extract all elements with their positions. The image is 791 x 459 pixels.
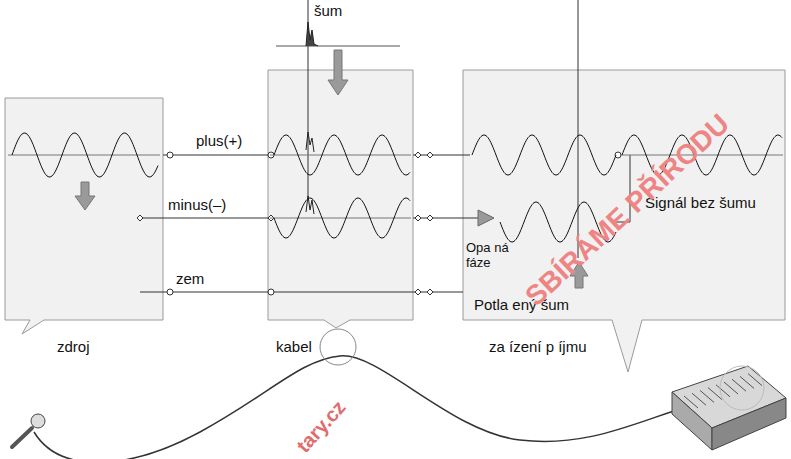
mixer-fader bbox=[740, 376, 754, 388]
mixer-fader bbox=[716, 385, 730, 397]
cable bbox=[34, 356, 690, 459]
mixer-fader bbox=[732, 379, 746, 391]
noise-spike bbox=[306, 196, 314, 214]
callout-panel: zdroj bbox=[5, 98, 163, 320]
panel-label: za ízení p íjmu bbox=[489, 338, 587, 356]
panel-bubble bbox=[463, 70, 785, 372]
signal-name: zem bbox=[176, 270, 204, 287]
mixer-fader bbox=[724, 382, 738, 394]
axis bbox=[270, 218, 411, 219]
signal-name: minus(–) bbox=[168, 196, 226, 213]
minus-wire bbox=[140, 218, 268, 219]
terminal bbox=[167, 152, 173, 158]
terminal bbox=[137, 215, 143, 221]
terminal bbox=[427, 152, 433, 158]
noise-spike bbox=[306, 132, 314, 152]
cancel-marker bbox=[578, 0, 579, 258]
minus-wire bbox=[413, 218, 478, 219]
plus-wire bbox=[163, 155, 268, 156]
panel-label: zdroj bbox=[57, 338, 90, 356]
noise-axis bbox=[276, 46, 400, 47]
cable-zoom bbox=[320, 329, 356, 365]
inverter-triangle bbox=[478, 210, 494, 226]
noise-spike bbox=[306, 22, 318, 46]
note: Opa ná fáze bbox=[466, 240, 518, 270]
mic-head bbox=[31, 414, 45, 428]
terminal bbox=[415, 215, 421, 221]
panel-bubble bbox=[268, 70, 413, 328]
mixer-zoom bbox=[720, 366, 764, 410]
mic-handle bbox=[12, 428, 32, 447]
mixer-side bbox=[712, 398, 786, 450]
terminal bbox=[167, 289, 173, 295]
panel-bubble bbox=[5, 98, 163, 334]
terminal bbox=[415, 152, 421, 158]
down-arrow bbox=[75, 182, 95, 210]
down-arrow bbox=[328, 50, 348, 95]
mixer-fader bbox=[692, 393, 706, 405]
axis bbox=[270, 155, 411, 156]
noise-label: šum bbox=[314, 2, 342, 19]
mixer-front bbox=[672, 392, 712, 450]
plus-wave bbox=[472, 135, 616, 175]
plus-wave bbox=[274, 135, 410, 175]
mixer-fader bbox=[700, 390, 714, 402]
panel-label: kabel bbox=[276, 338, 312, 356]
signal-name: plus(+) bbox=[196, 132, 242, 149]
signal-wave bbox=[12, 133, 158, 177]
terminal bbox=[427, 215, 433, 221]
terminal bbox=[415, 289, 421, 295]
watermark: tary.cz bbox=[292, 396, 350, 457]
minus-wave bbox=[274, 198, 410, 238]
terminal bbox=[427, 289, 433, 295]
terminal bbox=[268, 289, 274, 295]
mixer-fader bbox=[684, 396, 698, 408]
callout-panel: kabel bbox=[268, 70, 413, 320]
